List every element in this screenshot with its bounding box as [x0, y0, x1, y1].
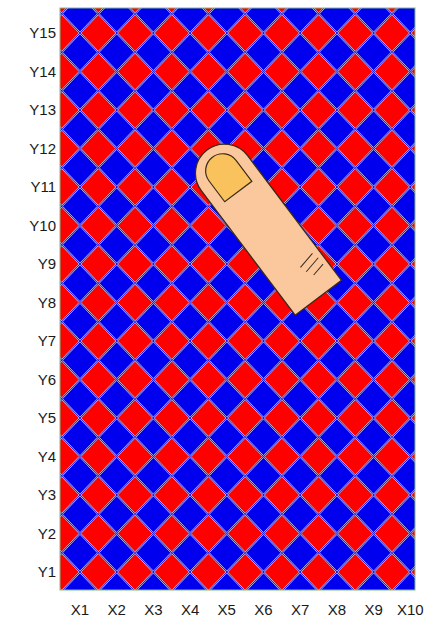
finger-illustration: [184, 133, 342, 316]
column-electrode: [209, 573, 244, 590]
electrode-pattern: [60, 8, 415, 590]
column-label: X8: [328, 601, 346, 619]
column-electrode: [393, 8, 415, 32]
row-label: Y13: [29, 101, 56, 119]
column-label: X4: [181, 601, 199, 619]
column-electrode: [136, 573, 171, 590]
row-label: Y10: [29, 217, 56, 235]
column-electrode: [99, 573, 134, 590]
column-electrode: [356, 573, 391, 590]
column-electrode: [393, 534, 415, 571]
row-label: Y4: [38, 448, 56, 466]
column-label: X6: [254, 601, 272, 619]
column-label: X9: [364, 601, 382, 619]
grid-border: [60, 8, 415, 590]
column-electrode: [393, 265, 415, 302]
row-label: Y2: [38, 525, 56, 543]
column-electrode: [246, 573, 281, 590]
row-label: Y9: [38, 255, 56, 273]
column-electrode: [393, 573, 415, 590]
row-label: Y8: [38, 294, 56, 312]
row-label: Y7: [38, 332, 56, 350]
column-label: X5: [218, 601, 236, 619]
row-label: Y11: [30, 178, 56, 196]
column-electrode: [393, 496, 415, 533]
column-electrode: [393, 457, 415, 494]
column-electrode: [393, 342, 415, 379]
column-electrode: [393, 380, 415, 417]
column-label: X3: [144, 601, 162, 619]
column-electrode: [393, 188, 415, 225]
finger: [184, 133, 342, 316]
column-electrode: [393, 419, 415, 456]
row-label: Y1: [38, 563, 56, 581]
column-label: X1: [71, 601, 89, 619]
column-electrode: [393, 111, 415, 148]
row-label: Y15: [29, 24, 56, 42]
column-electrode: [393, 149, 415, 186]
column-label: X7: [291, 601, 309, 619]
row-label: Y14: [29, 63, 56, 81]
column-electrode: [173, 573, 208, 590]
row-label: Y5: [38, 409, 56, 427]
column-electrode: [393, 303, 415, 340]
fingernail: [199, 147, 252, 202]
column-electrode: [319, 573, 354, 590]
column-electrode: [393, 72, 415, 109]
row-label: Y6: [38, 371, 56, 389]
column-label: X10: [397, 601, 424, 619]
grid-ground: [60, 8, 415, 590]
column-label: X2: [108, 601, 126, 619]
row-label: Y12: [29, 140, 56, 158]
column-electrode: [393, 34, 415, 71]
row-label: Y3: [38, 486, 56, 504]
column-electrode: [393, 226, 415, 263]
finger-crease: [312, 264, 325, 275]
column-electrode: [283, 573, 318, 590]
column-electrode: [63, 573, 98, 590]
